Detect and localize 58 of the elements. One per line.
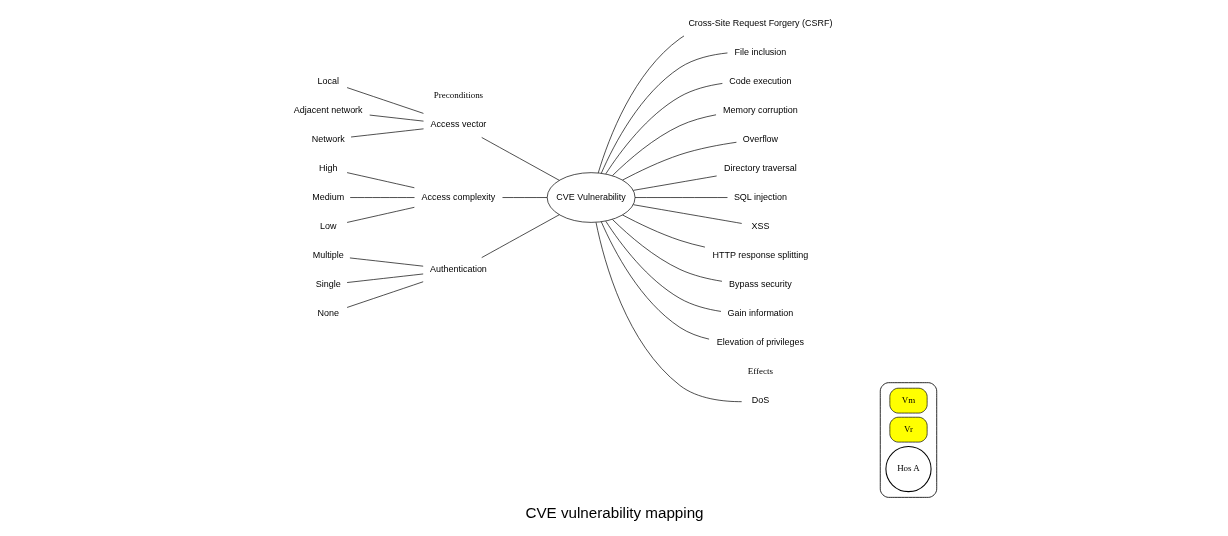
node-text: Bypass security: [728, 278, 792, 289]
node-text: Medium: [311, 191, 344, 202]
node-text: Single: [315, 278, 341, 289]
node-text: HTTP response splitting: [712, 249, 808, 260]
connector: [600, 52, 728, 174]
connector: [346, 87, 424, 114]
node-box: Vr: [889, 416, 927, 443]
node-text: None: [316, 307, 339, 318]
connector: [349, 257, 424, 267]
connector: [597, 35, 684, 174]
node-ellipse: CVE Vulnerability: [546, 172, 635, 223]
node-text: Local: [316, 75, 339, 86]
node-text: Access vector: [430, 119, 486, 130]
node-text: Code execution: [728, 75, 792, 86]
node-box: Vm: [889, 387, 927, 414]
connector: [634, 197, 728, 198]
connector: [349, 197, 415, 198]
node-text: Gain information: [727, 307, 793, 318]
label: Preconditions: [433, 90, 483, 101]
node-text: Access complexity: [421, 191, 495, 202]
node-text: Directory traversal: [723, 162, 797, 173]
connector: [346, 206, 415, 223]
node-text: Authentication: [429, 264, 487, 275]
connector: [501, 197, 547, 198]
connector: [604, 220, 721, 312]
node-text: High: [318, 162, 337, 173]
connector: [346, 273, 424, 283]
node-text: Memory corruption: [722, 104, 798, 115]
connector: [621, 141, 737, 181]
node-text: Cross-Site Request Forgery (CSRF): [687, 17, 832, 28]
node-text: XSS: [750, 220, 769, 231]
node-text: SQL injection: [733, 191, 787, 202]
caption: CVE vulnerability mapping: [524, 503, 704, 521]
connector: [595, 222, 742, 403]
node-text: Network: [311, 133, 345, 144]
connector: [346, 281, 424, 308]
connector: [600, 221, 709, 340]
node-text: Overflow: [742, 133, 778, 144]
node-text: Low: [319, 220, 336, 231]
connector: [621, 214, 705, 248]
cluster: [879, 382, 937, 498]
connector: [611, 114, 716, 176]
node-text: Multiple: [312, 249, 344, 260]
node-text: DoS: [751, 395, 769, 405]
node-circle: Hos A: [884, 445, 932, 493]
connector: [480, 214, 560, 258]
connector: [368, 114, 424, 122]
connector: [346, 172, 415, 189]
connector: [604, 83, 723, 175]
connector: [611, 219, 722, 282]
connector: [480, 137, 560, 181]
node-text: Elevation of privileges: [716, 336, 804, 347]
connector: [632, 204, 742, 224]
label: Effects: [747, 365, 773, 376]
node-text: File inclusion: [733, 46, 786, 57]
connector: [350, 128, 424, 138]
connector: [632, 175, 717, 191]
node-text: Adjacent network: [293, 104, 363, 115]
